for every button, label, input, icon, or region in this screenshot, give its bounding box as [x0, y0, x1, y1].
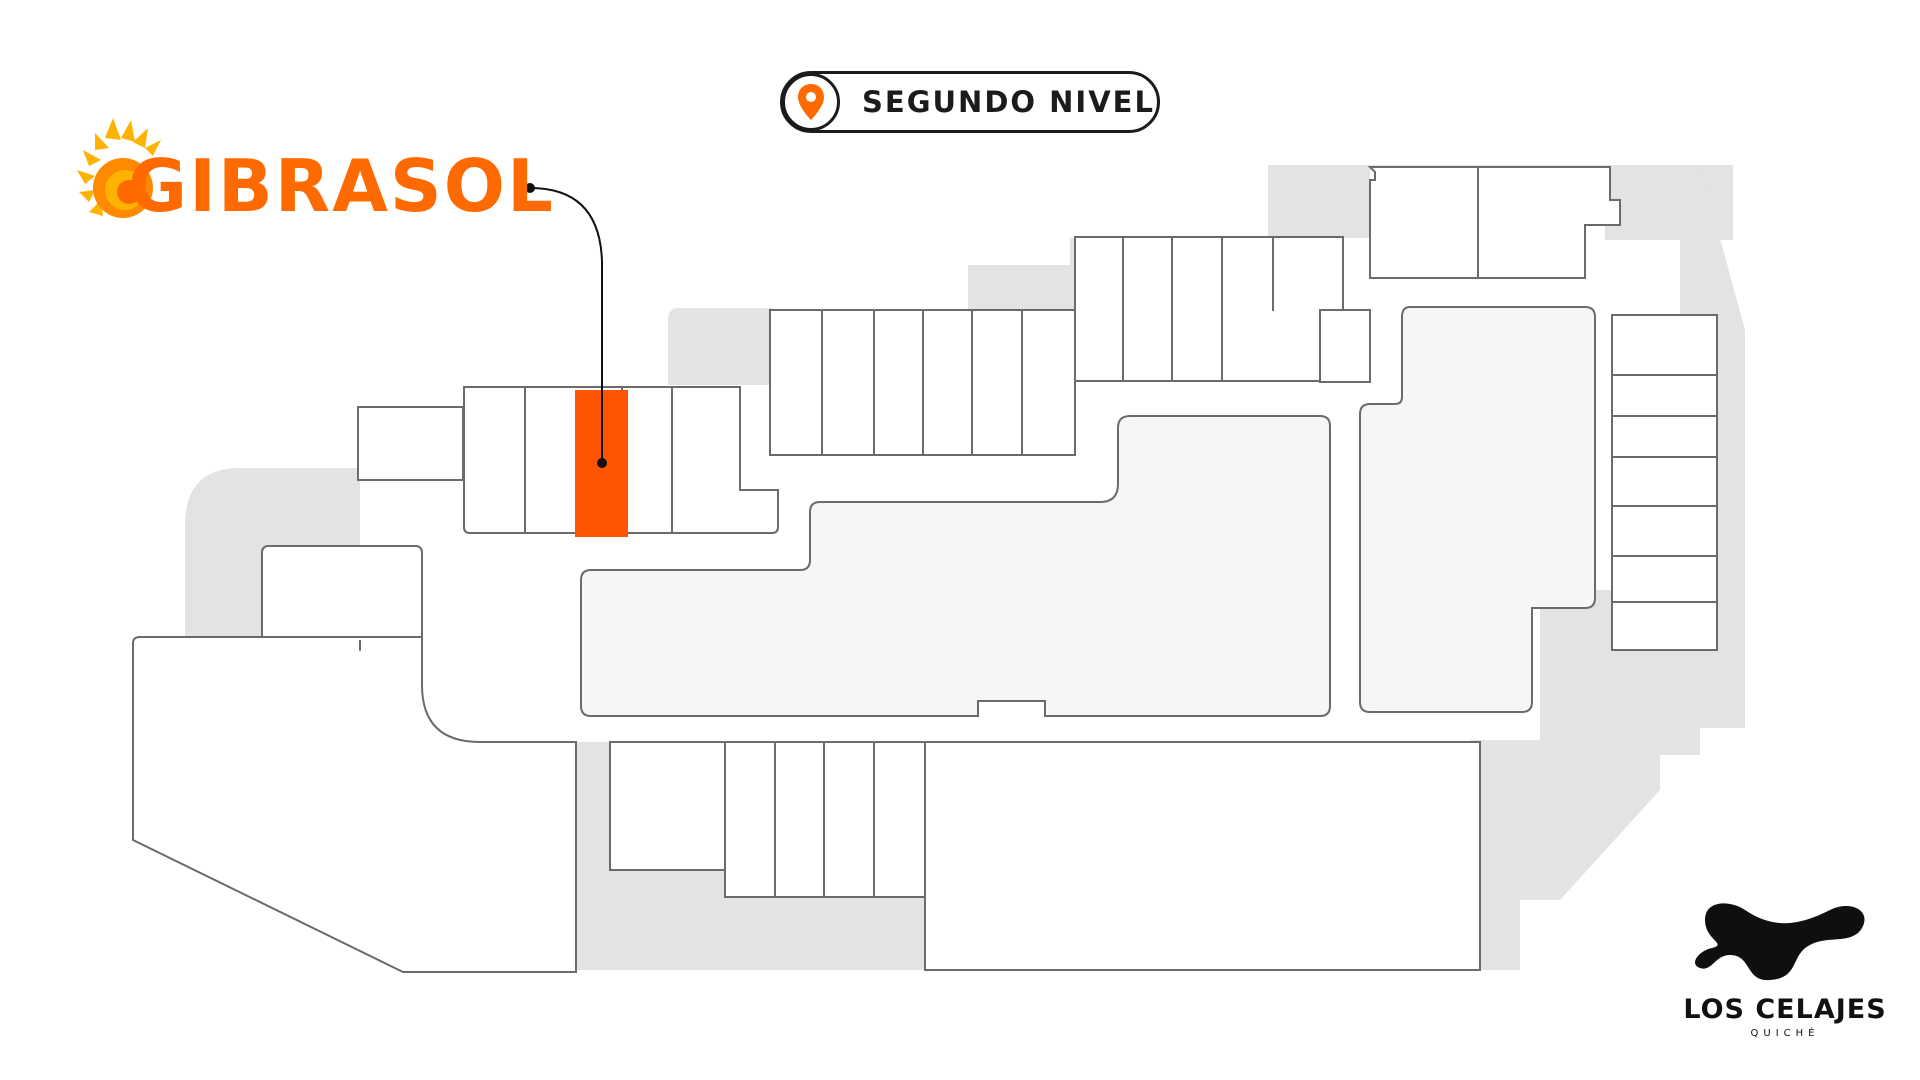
leader-end-dot [597, 458, 607, 468]
shop-units [132, 166, 1718, 973]
store-brand-name[interactable]: GIBRASOL [128, 144, 555, 228]
store-leader-line [529, 187, 603, 462]
celajes-wave-logo [1695, 903, 1865, 981]
leader-start-dot [525, 183, 535, 193]
mall-city: QUICHÉ [1750, 1028, 1820, 1039]
plazas [359, 306, 1596, 717]
mall-name: LOS CELAJES [1683, 994, 1887, 1025]
level-label: SEGUNDO NIVEL [862, 85, 1155, 119]
sun-icon [77, 118, 161, 218]
level-indicator: SEGUNDO NIVEL [780, 71, 1160, 133]
location-pin-icon [782, 73, 840, 131]
